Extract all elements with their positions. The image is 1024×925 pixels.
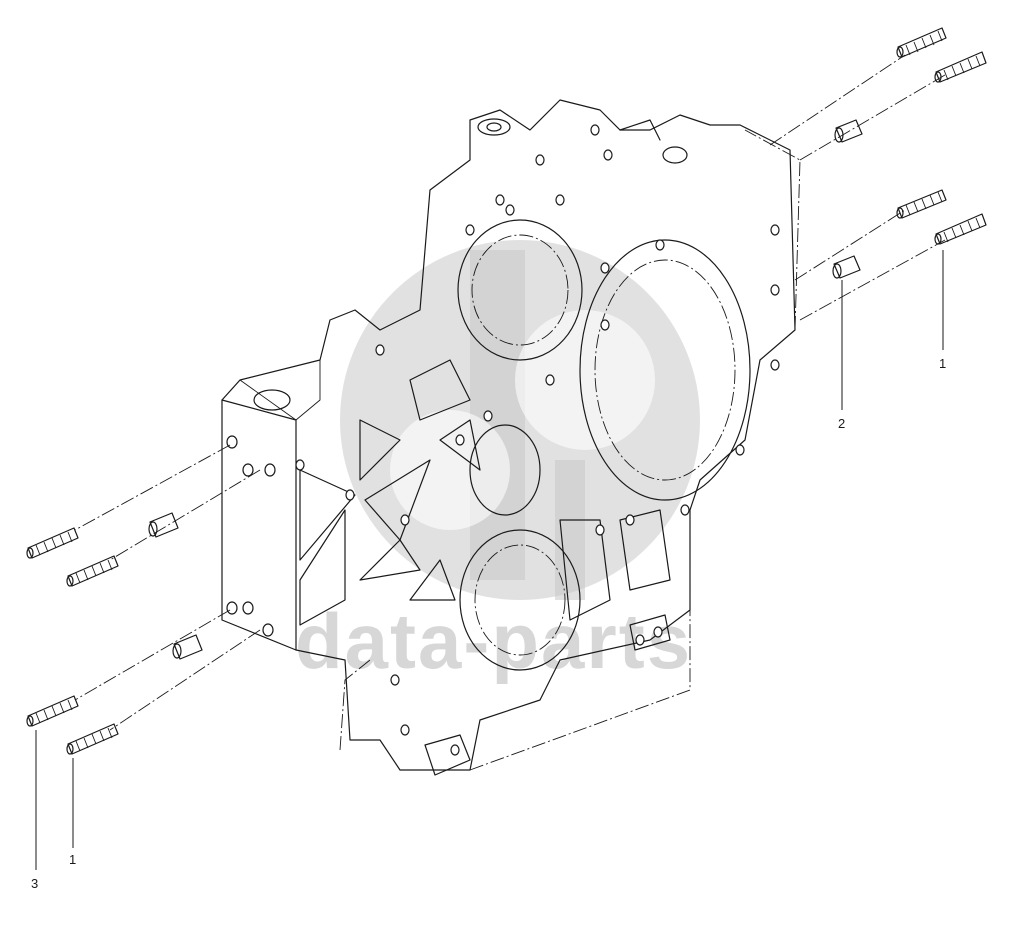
stud-left-lower-1 (26, 695, 79, 727)
left-parts (26, 444, 261, 870)
stud-right-lower-1 (896, 189, 947, 219)
callout-1-left: 1 (69, 852, 76, 867)
callout-2-right: 2 (838, 416, 845, 431)
dowel-left-upper (148, 512, 179, 538)
stud-right-lower-2 (934, 213, 987, 245)
dowel-left-lower (172, 634, 203, 660)
stud-left-upper-2 (66, 555, 119, 587)
watermark-logo (340, 240, 700, 600)
stud-left-upper-1 (26, 527, 79, 559)
dowel-right-upper (834, 119, 863, 143)
callout-1-right: 1 (939, 356, 946, 371)
dowel-right-lower (832, 255, 861, 279)
stud-left-lower-2 (66, 723, 119, 755)
watermark-text: data-parts (295, 597, 692, 685)
mounting-holes (226, 124, 780, 756)
stud-right-upper-2 (934, 51, 987, 83)
right-parts (769, 27, 987, 410)
stud-right-upper-1 (896, 27, 947, 58)
timing-housing (221, 99, 801, 776)
callout-3-left: 3 (31, 876, 38, 891)
